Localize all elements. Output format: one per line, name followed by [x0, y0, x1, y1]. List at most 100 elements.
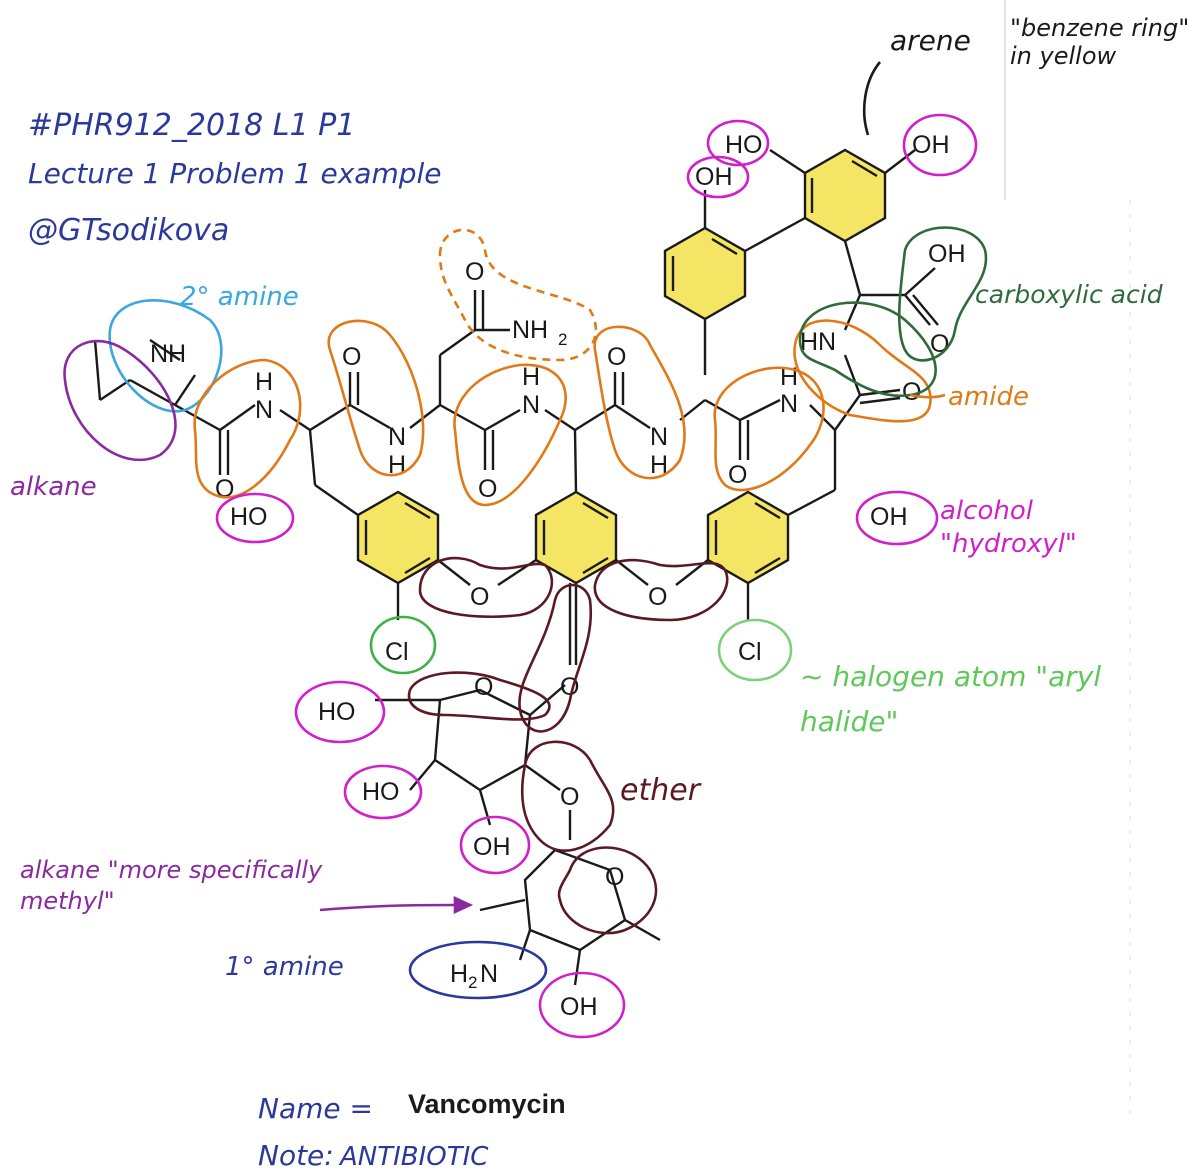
label-alkane-methyl-box: alkane "more specifically methyl": [20, 856, 323, 916]
header-line-2: Lecture 1 Problem 1 example: [28, 157, 442, 190]
atom-labels: NH H N O O N H O NH 2 O H N O N H O H N …: [150, 131, 966, 1021]
circle-ether-5: [557, 846, 658, 935]
atom-h2n-tail: N: [480, 960, 498, 988]
circle-hydroxyl-top-3: [902, 113, 978, 177]
label-ether: ether: [620, 773, 702, 808]
atom-cl-2: Cl: [738, 638, 762, 666]
atom-o-4: O: [478, 475, 497, 503]
atom-h-4: H: [650, 451, 668, 479]
circle-amide-5: [713, 366, 825, 492]
circle-ether-4: [520, 740, 615, 852]
atom-o-6: O: [728, 461, 747, 489]
atom-o-sugar-3: O: [560, 783, 579, 811]
atom-o-ether-2: O: [648, 583, 667, 611]
footer: Name = Vancomycin Note: ANTIBIOTIC: [258, 1089, 566, 1172]
label-amide: amide: [948, 382, 1029, 412]
label-alkane-methyl: alkane "more specifically methyl": [20, 856, 323, 916]
footer-note-value: ANTIBIOTIC: [338, 1142, 489, 1172]
circle-chloro-1: [369, 615, 437, 675]
atom-oh-alcohol: OH: [870, 503, 908, 531]
atom-o-2: O: [342, 343, 361, 371]
atom-oh-sugar: OH: [473, 833, 511, 861]
atom-o-sugar-4: O: [605, 863, 624, 891]
label-halogen-box: ~ halogen atom "aryl halide": [800, 660, 1102, 738]
arrow-head-icon: [453, 895, 474, 915]
circle-ether-1: [418, 556, 554, 619]
atom-n-1: N: [255, 396, 273, 424]
circle-hydroxyl-top-2: [686, 155, 750, 199]
atom-ho-1: HO: [230, 503, 268, 531]
label-arene: arene: [890, 24, 971, 57]
ring-highlight-5: [805, 150, 885, 241]
atom-n-4: N: [650, 423, 668, 451]
label-benzene-ring: "benzene ring" in yellow: [1010, 15, 1190, 70]
atom-nh2-main: NH: [512, 316, 548, 344]
footer-name-label: Name =: [258, 1092, 373, 1125]
label-carboxylic-acid-box: carboxylic acid: [975, 280, 1163, 309]
circle-amide-4: [593, 325, 686, 480]
atom-oh-bottom: OH: [560, 993, 598, 1021]
atom-o-ether-1: O: [470, 583, 489, 611]
circle-ether-3: [518, 583, 593, 733]
atom-h-3: H: [522, 363, 540, 391]
circle-hydroxyl-1: [215, 492, 295, 544]
atom-n-5: N: [780, 390, 798, 418]
group-circles: [63, 0, 1131, 1120]
label-secondary-amine: 2° amine: [180, 282, 299, 312]
label-carboxylic-acid: carboxylic acid: [975, 280, 1163, 309]
circle-hydroxyl-top-1: [706, 119, 770, 167]
atom-o-sugar-ring: O: [474, 673, 493, 701]
header: #PHR912_2018 L1 P1 Lecture 1 Problem 1 e…: [28, 108, 442, 248]
circle-ether-2: [593, 558, 729, 622]
atom-o-3: O: [465, 258, 484, 286]
circle-amide-2: [327, 319, 425, 477]
circle-hydroxyl-sugar-1: [294, 680, 386, 744]
atom-h2n-main: H: [450, 960, 468, 988]
circle-carboxamide-dashed: [438, 228, 598, 362]
atom-nh: NH: [150, 340, 186, 368]
atom-oh-acid: OH: [928, 240, 966, 268]
ring-highlight-2: [536, 492, 616, 583]
label-alcohol-box: alcohol "hydroxyl": [940, 496, 1077, 559]
atom-ho-top: HO: [725, 131, 763, 159]
circle-carboxylic-acid: [897, 226, 988, 362]
circle-hydroxyl-sugar-3: [459, 815, 531, 875]
footer-note-label: Note:: [258, 1139, 334, 1172]
label-halogen: ~ halogen atom "aryl halide": [800, 660, 1102, 738]
circle-hydroxyl-bottom: [538, 971, 626, 1039]
circle-hydroxyl-alcohol: [855, 490, 939, 546]
benzene-highlights: [358, 150, 885, 583]
circle-ether-6: [407, 671, 551, 721]
atom-cl-1: Cl: [385, 638, 409, 666]
atom-n-2: N: [388, 423, 406, 451]
circle-amide-6: [793, 319, 932, 423]
atom-ho-sugar-2: HO: [362, 778, 400, 806]
arene-pointer: [862, 61, 882, 136]
header-line-3: @GTsodikova: [28, 213, 229, 248]
atom-nh2-sub: 2: [558, 330, 567, 349]
footer-name-value: Vancomycin: [408, 1089, 566, 1119]
amide-pointer: [909, 393, 946, 399]
circle-amide-1: [193, 358, 302, 499]
label-primary-amine: 1° amine: [225, 952, 344, 982]
circle-chloro-2: [717, 618, 793, 682]
ring-highlight-1: [358, 492, 438, 583]
atom-oh-top-1: OH: [695, 163, 733, 191]
label-alcohol: alcohol "hydroxyl": [940, 496, 1077, 559]
circle-primary-amine: [408, 940, 548, 1000]
atom-hn: HN: [800, 328, 836, 356]
atom-o-5: O: [607, 343, 626, 371]
ring-highlight-4: [665, 228, 745, 319]
atom-n-3: N: [522, 391, 540, 419]
label-benzene-ring-box: "benzene ring" in yellow: [1010, 15, 1190, 70]
circle-amide-3: [453, 363, 567, 507]
circle-secondary-amine: [108, 299, 223, 413]
label-alkane: alkane: [10, 472, 97, 502]
atom-h-1: H: [255, 368, 273, 396]
circle-acid-extension: [798, 301, 937, 398]
header-line-1: #PHR912_2018 L1 P1: [28, 108, 355, 143]
circle-alkane: [63, 339, 177, 462]
annotations: 2° amine alkane arene "benzene ring" in …: [10, 15, 1190, 982]
ring-highlight-3: [708, 492, 788, 583]
